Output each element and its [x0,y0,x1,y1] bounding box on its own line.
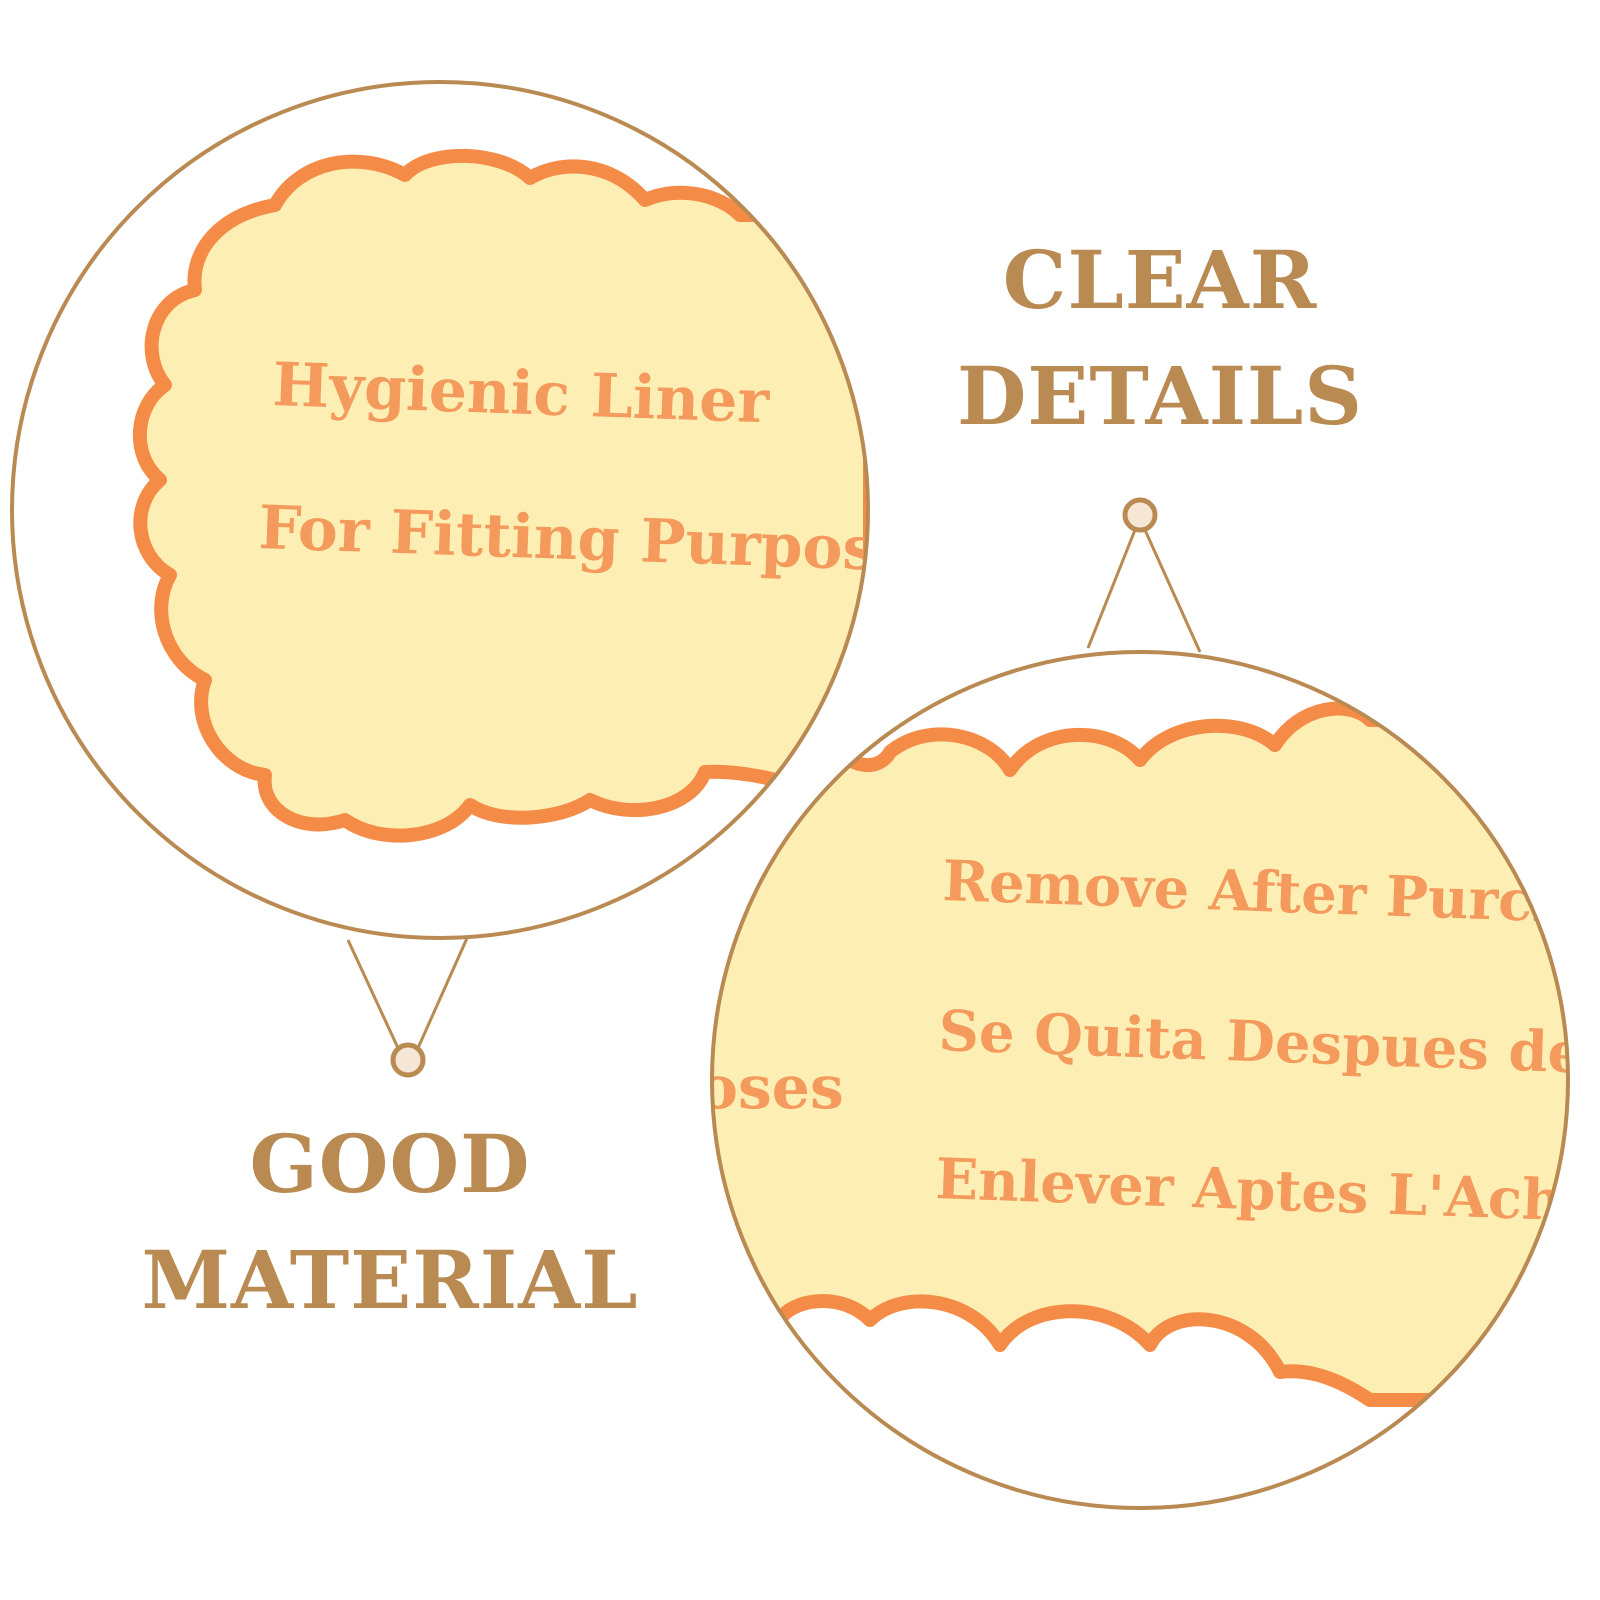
clear-details-heading: CLEAR DETAILS [940,240,1380,436]
left-liner-pad [133,148,868,843]
good-material-pin-dot [390,1042,426,1078]
good-material-heading-line-2: MATERIAL [141,1233,639,1327]
left-liner-line-1: Hygienic Liner [271,350,771,437]
clear-details-pin-dot [1122,497,1158,533]
good-material-connector [346,935,470,1078]
good-material-heading: GOOD MATERIAL [120,1124,660,1320]
right-liner-pad [712,701,1568,1407]
left-magnifier-ring [10,80,870,940]
good-material-heading-line-1: GOOD [249,1117,531,1211]
clear-details-connector [1086,497,1202,653]
clear-details-heading-line-2: DETAILS [956,349,1364,443]
right-magnifier: oses Remove After Purcha Se Quita Despue… [698,650,1570,1510]
right-magnifier-ring [710,650,1570,1510]
clear-details-heading-line-1: CLEAR [1002,233,1318,327]
right-liner-fragment: oses [698,1053,844,1123]
left-magnifier: Hygienic Liner For Fitting Purpos [10,80,870,940]
